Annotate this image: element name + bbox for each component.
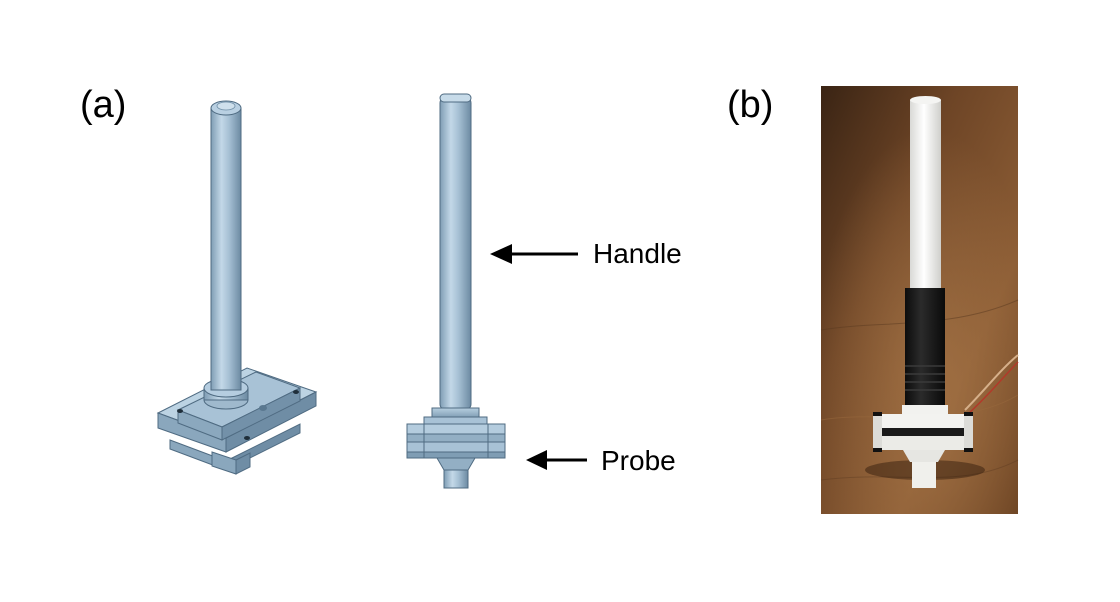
device-photo [820,86,1019,514]
probe-label: Probe [601,445,676,476]
cad-front-view [406,93,506,489]
panel-label-a: (a) [80,84,127,126]
panel-label-b: (b) [727,84,774,126]
probe-arrow [526,450,587,470]
cad-isometric-assembly [156,100,318,475]
handle-label: Handle [593,238,682,269]
handle-arrow [490,244,578,264]
